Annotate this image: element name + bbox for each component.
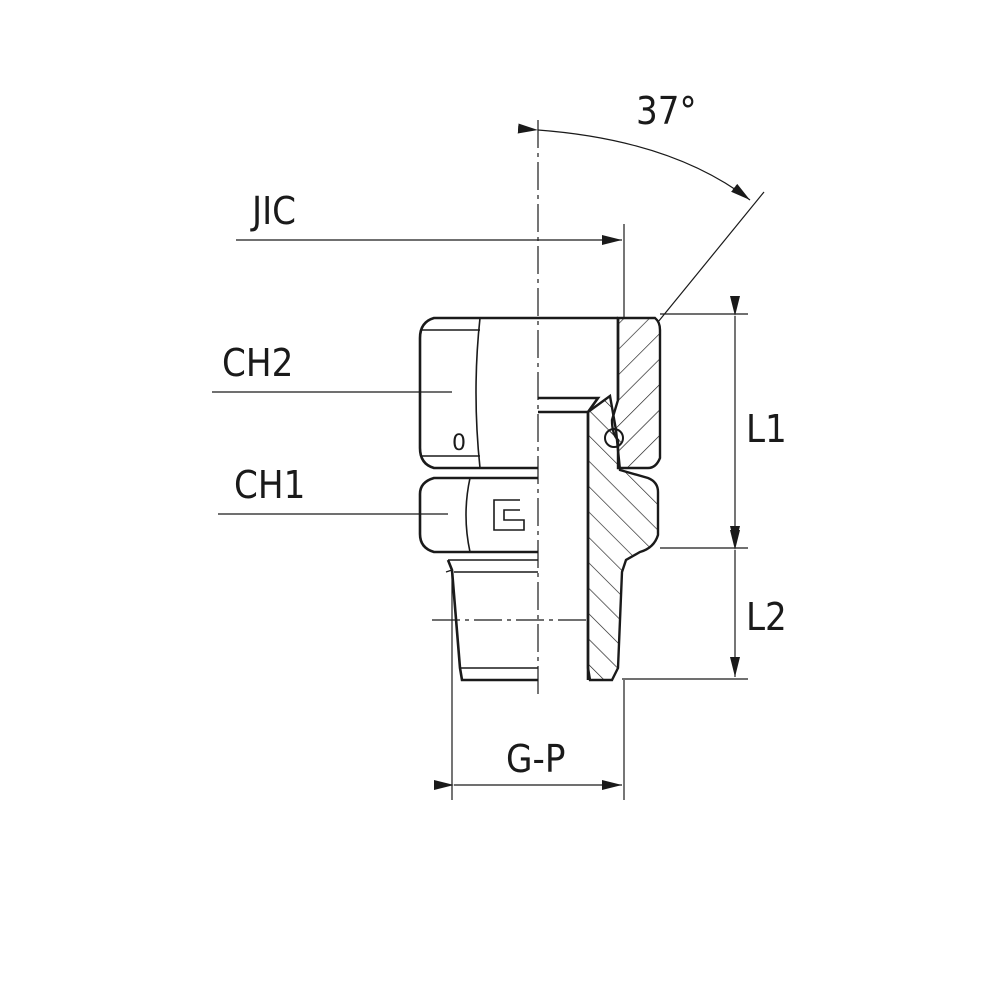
section-view: [538, 316, 662, 682]
angle-arc: [517, 123, 751, 201]
ch2-label: CH2: [222, 341, 293, 385]
l1-label: L1: [746, 407, 787, 451]
l2-label: L2: [746, 595, 787, 639]
oring-mark-text: 0: [452, 431, 466, 456]
gp-label: G-P: [506, 737, 565, 781]
angle-label: 37°: [636, 89, 697, 133]
jic-label: JIC: [250, 189, 296, 233]
body-section: [586, 393, 660, 682]
o-ring-section: [604, 428, 624, 448]
angle-ref-line: [657, 191, 765, 323]
groove-mark: [493, 499, 525, 531]
ch1-label: CH1: [234, 463, 305, 507]
swivel-nut-hex: [418, 316, 538, 470]
male-thread-exterior: [445, 559, 538, 682]
body-hex: [418, 476, 538, 554]
